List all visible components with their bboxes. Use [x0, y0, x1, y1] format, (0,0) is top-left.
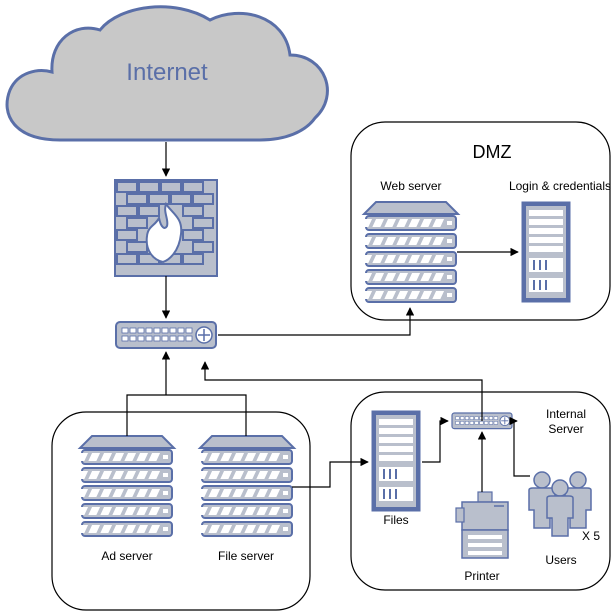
- internal-server-label-line1: Internal: [546, 407, 586, 421]
- internal-zone: [350, 391, 611, 591]
- internet-label: Internet: [126, 59, 208, 86]
- internet-cloud: Internet: [5, 5, 329, 142]
- dmz-zone: [350, 121, 611, 321]
- printer-icon: [455, 491, 509, 559]
- printer-label: Printer: [464, 569, 499, 583]
- web-server-icon: [360, 202, 458, 302]
- dmz-title: DMZ: [473, 142, 512, 162]
- file-server-icon: [196, 436, 294, 536]
- main-switch-icon: [115, 321, 217, 349]
- lan-zone: [51, 411, 311, 611]
- login-server-icon: [521, 201, 571, 303]
- files-server-icon: [371, 410, 421, 512]
- files-label: Files: [383, 513, 408, 527]
- firewall-icon: [114, 179, 218, 277]
- login-credentials-label: Login & credentials: [509, 179, 611, 193]
- users-icon: [528, 471, 592, 537]
- ad-server-label: Ad server: [101, 549, 152, 563]
- users-count-label: X 5: [582, 529, 600, 543]
- ad-server-icon: [76, 436, 174, 536]
- web-server-label: Web server: [380, 179, 441, 193]
- internal-server-label-line2: Server: [548, 422, 583, 436]
- file-server-label: File server: [218, 549, 274, 563]
- users-label: Users: [545, 553, 576, 567]
- connection-lines: [126, 142, 530, 492]
